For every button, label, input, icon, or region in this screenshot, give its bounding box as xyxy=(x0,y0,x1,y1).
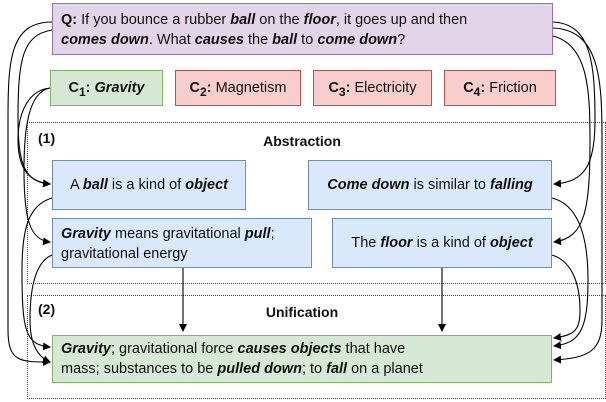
arrow-fact-come-down-to-unified xyxy=(551,197,589,350)
fact-keyword: floor xyxy=(380,235,413,251)
unification-number: (2) xyxy=(38,301,56,317)
fact-text: A xyxy=(70,177,83,193)
choice-prefix: C xyxy=(328,80,339,96)
question-text: the xyxy=(243,32,273,48)
arrow-question-to-unified-right xyxy=(552,27,603,364)
choice-gravity: C1: Gravity xyxy=(50,70,163,106)
question-box: Q: If you bounce a rubber ball on the fl… xyxy=(52,3,553,55)
question-text: , it goes up and then xyxy=(335,12,468,28)
arrow-question-to-unified xyxy=(7,21,53,366)
arrow-question-to-fact-come-down xyxy=(552,21,596,188)
unified-keyword: causes objects xyxy=(237,341,342,357)
arrow-fact-ball-to-unified xyxy=(21,197,53,351)
question-text: ? xyxy=(397,32,406,48)
question-keyword: causes xyxy=(194,32,244,48)
fact-floor-object: The floor is a kind of object xyxy=(332,218,552,268)
choice-electricity: C3: Electricity xyxy=(313,70,432,106)
fact-keyword: object xyxy=(185,177,228,193)
arrow-choice-to-fact-gravity xyxy=(23,87,51,246)
choice-friction: C4: Friction xyxy=(444,70,556,106)
fact-keyword: pull xyxy=(244,226,271,242)
arrow-fact-gravity-to-unified-left xyxy=(29,254,53,363)
fact-keyword: falling xyxy=(490,177,533,193)
fact-text: is a kind of xyxy=(107,177,186,193)
fact-text: is similar to xyxy=(409,177,491,193)
fact-gravity-pull: Gravity means gravitational pull; gravit… xyxy=(52,218,312,268)
choice-prefix: C xyxy=(68,80,79,96)
question-keyword: come down xyxy=(317,32,398,48)
unified-text: that have xyxy=(341,341,406,357)
fact-text: ; xyxy=(270,226,275,242)
fact-keyword: Gravity xyxy=(61,226,111,242)
fact-text: means gravitational xyxy=(110,226,245,242)
choice-separator: : xyxy=(206,80,216,96)
choice-separator: : xyxy=(345,80,355,96)
arrow-question-to-fact-floor xyxy=(552,35,591,246)
fact-text: is a kind of xyxy=(412,235,490,251)
question-text: to xyxy=(297,32,318,48)
question-keyword: ball xyxy=(230,12,256,28)
choice-text: Electricity xyxy=(354,80,417,96)
choice-prefix: C xyxy=(189,80,200,96)
unified-keyword: Gravity xyxy=(61,341,111,357)
unification-title: Unification xyxy=(265,304,339,320)
choice-separator: : xyxy=(480,80,490,96)
choice-subscript: 4 xyxy=(473,84,481,99)
question-label: Q: xyxy=(61,12,78,28)
unified-keyword: pulled down xyxy=(217,361,302,377)
fact-ball-object: A ball is a kind of object xyxy=(52,160,246,210)
choice-subscript: 1 xyxy=(78,84,86,99)
unified-text: ; gravitational force xyxy=(110,341,238,357)
fact-text: gravitational energy xyxy=(61,246,188,262)
fact-keyword: object xyxy=(489,235,533,251)
choice-subscript: 3 xyxy=(338,84,346,99)
unified-fact: Gravity; gravitational force causes obje… xyxy=(52,335,552,383)
unified-text: mass; substances to be xyxy=(61,361,218,377)
question-text: If you bounce a rubber xyxy=(77,12,231,28)
unified-text: ; to xyxy=(301,361,327,377)
arrow-choice-to-fact-ball xyxy=(17,87,51,188)
choice-text: Gravity xyxy=(94,80,145,96)
choice-subscript: 2 xyxy=(199,84,207,99)
question-keyword: ball xyxy=(272,32,298,48)
arrow-question-to-fact-ball xyxy=(17,29,53,188)
choice-prefix: C xyxy=(463,80,474,96)
fact-text: The xyxy=(351,235,381,251)
choice-magnetism: C2: Magnetism xyxy=(175,70,301,106)
fact-come-down-falling: Come down is similar to falling xyxy=(308,160,552,210)
abstraction-title: Abstraction xyxy=(263,133,341,149)
question-text: on the xyxy=(255,12,304,28)
choice-text: Friction xyxy=(489,80,537,96)
question-text: . What xyxy=(148,32,195,48)
question-keyword: floor xyxy=(303,12,336,28)
choice-text: Magnetism xyxy=(215,80,287,96)
choice-separator: : xyxy=(85,80,95,96)
unified-text: on a planet xyxy=(347,361,423,377)
arrow-fact-floor-to-unified xyxy=(551,254,581,341)
fact-keyword: Come down xyxy=(327,177,410,193)
unified-keyword: fall xyxy=(326,361,348,377)
abstraction-number: (1) xyxy=(38,130,56,146)
question-keyword: comes down xyxy=(61,32,149,48)
fact-keyword: ball xyxy=(82,177,108,193)
